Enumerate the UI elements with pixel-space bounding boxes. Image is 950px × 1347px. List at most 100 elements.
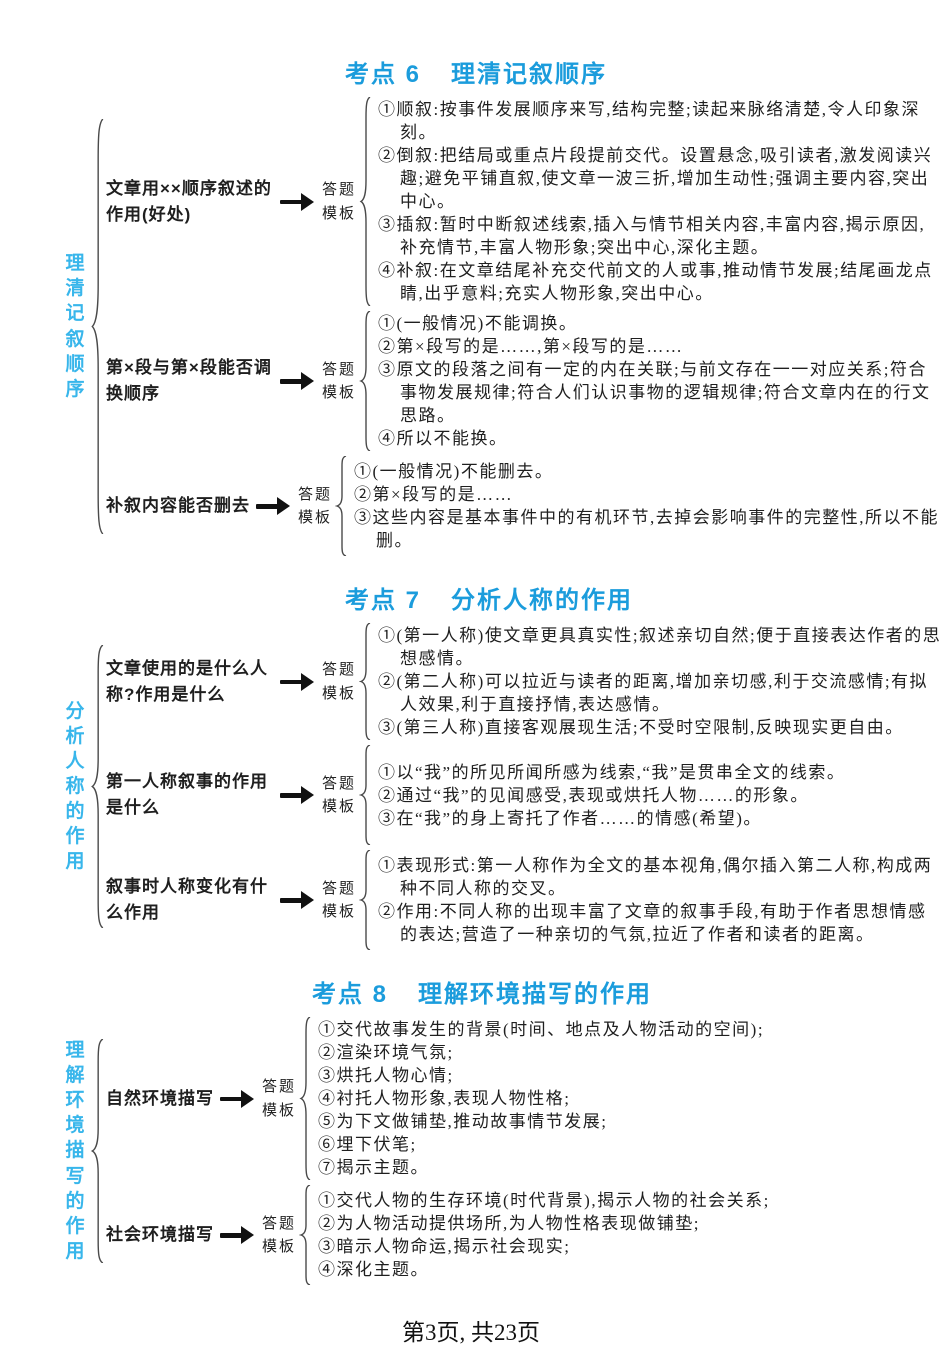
brace-icon [359,97,371,306]
section-name: 理解环境描写的作用 [418,981,653,1008]
branch-question: 第一人称叙事的作用是什么 [106,772,268,817]
answer-template-label: 答题模板 [321,360,356,401]
template-item: ③插叙:暂时中断叙述线索,插入与情节相关内容,丰富内容,揭示原因,补充情节,丰富… [378,215,926,257]
tree-diagram: 分析人称的作用 文章使用的是什么人称?作用是什么 答题模板 ①(第一人称)使文章… [62,623,942,950]
branch-list: 自然环境描写 答题模板 ①交代故事发生的背景(时间、地点及人物活动的空间); ②渲… [106,1017,942,1285]
template-item: ③原文的段落之间有一定的内在关联;与前文存在一一对应关系;符合事物发展规律;符合… [378,360,931,425]
template-item-list: ①以“我”的所见所闻所感为线索,“我”是贯串全文的线索。 ②通过“我”的见闻感受,… [374,760,942,831]
branch: 补叙内容能否删去 答题模板 ①(一般情况)不能删去。 ②第×段写的是…… ③这些内容… [106,456,942,556]
template-item-list: ①(一般情况)不能删去。 ②第×段写的是…… ③这些内容是基本事件中的有机环节,去掉… [350,459,942,553]
template-item: ②作用:不同人称的出现丰富了文章的叙事手段,有助于作者思想情感的表达;营造了一种… [378,902,927,944]
arrow-icon [279,192,315,211]
branch-list: 文章使用的是什么人称?作用是什么 答题模板 ①(第一人称)使文章更具真实性;叙述… [106,623,942,950]
tree-diagram: 理清记叙顺序 文章用××顺序叙述的作用(好处) 答题模板 ①顺叙:按事件发展顺序… [62,97,942,556]
brace-icon [359,850,371,950]
template-item: ②第×段写的是……,第×段写的是…… [378,337,684,356]
arrow-icon [255,497,291,515]
brace-icon [359,745,371,845]
template-item: ③这些内容是基本事件中的有机环节,去掉会影响事件的完整性,所以不能删。 [354,508,939,550]
template-item: ④补叙:在文章结尾补充交代前文的人或事,推动情节发展;结尾画龙点睛,出乎意料;充… [378,261,933,303]
branch-question: 叙事时人称变化有什么作用 [106,877,268,922]
branch-question: 文章用××顺序叙述的作用(好处) [106,178,272,224]
brace-icon [299,1185,311,1285]
root-label: 理清记叙顺序 [65,253,85,400]
template-item: ②通过“我”的见闻感受,表现或烘托人物……的形象。 [378,785,809,805]
branch: 文章用××顺序叙述的作用(好处) 答题模板 ①顺叙:按事件发展顺序来写,结构完整… [106,97,942,306]
root-brace-icon [90,1039,104,1263]
branch-list: 文章用××顺序叙述的作用(好处) 答题模板 ①顺叙:按事件发展顺序来写,结构完整… [106,97,942,556]
branch-question: 自然环境描写 [106,1088,214,1108]
template-item: ①(一般情况)不能删去。 [354,462,554,481]
section-kaodian-8: 考点 8 理解环境描写的作用 理解环境描写的作用 自然环境描写 答题模板 ①交代… [0,974,942,1285]
template-item: ③(第三人称)直接客观展现生活;不受时空限制,反映现实更自由。 [378,718,904,737]
section-title: 考点 6 理清记叙顺序 [345,54,942,89]
template-item: ③在“我”的身上寄托了作者……的情感(希望)。 [378,808,762,828]
template-item: ①交代故事发生的背景(时间、地点及人物活动的空间); [318,1020,765,1039]
template-item: ④衬托人物形象,表现人物性格; [318,1089,571,1108]
branch: 叙事时人称变化有什么作用 答题模板 ①表现形式:第一人称作为全文的基本视角,偶尔… [106,850,942,950]
root-label: 理解环境描写的作用 [65,1040,85,1262]
tree-diagram: 理解环境描写的作用 自然环境描写 答题模板 ①交代故事发生的背景(时间、地点及人… [62,1017,942,1285]
answer-template-label: 答题模板 [321,661,356,702]
branch: 社会环境描写 答题模板 ①交代人物的生存环境(时代背景),揭示人物的社会关系; ②… [106,1185,942,1285]
section-number: 考点 7 [345,587,422,614]
template-item: ①表现形式:第一人称作为全文的基本视角,偶尔插入第二人称,构成两种不同人称的交叉… [378,856,933,898]
arrow-icon [279,786,315,804]
answer-template-label: 答题模板 [261,1214,296,1255]
template-item-list: ①顺叙:按事件发展顺序来写,结构完整;读起来脉络清楚,令人印象深刻。②倒叙:把结… [374,97,942,306]
section-number: 考点 6 [345,61,422,88]
template-item-list: ①(一般情况)不能调换。 ②第×段写的是……,第×段写的是…… ③原文的段落之间有一… [374,311,942,451]
template-item: ③暗示人物命运,揭示社会现实; [318,1237,571,1256]
answer-template-label: 答题模板 [321,879,356,920]
branch: 第一人称叙事的作用是什么 答题模板 ①以“我”的所见所闻所感为线索,“我”是贯串… [106,745,942,845]
template-item: ⑤为下文做铺垫,推动故事情节发展; [318,1112,608,1131]
template-item: ②倒叙:把结局或重点片段提前交代。设置悬念,吸引读者,激发阅读兴趣;避免平铺直叙… [378,146,933,211]
template-item: ①(一般情况)不能调换。 [378,314,578,333]
arrow-icon [219,1089,255,1108]
template-item: ④所以不能换。 [378,429,508,448]
section-number: 考点 8 [312,981,389,1008]
arrow-icon [279,372,315,390]
template-item: ②渲染环境气氛; [318,1043,454,1062]
template-item-list: ①表现形式:第一人称作为全文的基本视角,偶尔插入第二人称,构成两种不同人称的交叉… [374,853,942,947]
template-item: ⑥埋下伏笔; [318,1135,417,1154]
branch-question: 文章使用的是什么人称?作用是什么 [106,658,268,704]
section-title: 考点 7 分析人称的作用 [345,580,942,615]
section-title: 考点 8 理解环境描写的作用 [312,974,942,1009]
root-brace-icon [90,119,104,534]
template-item: ②(第二人称)可以拉近与读者的距离,增加亲切感,利于交流感情;有拟人效果,利于直… [378,672,929,714]
arrow-icon [279,672,315,691]
branch: 第×段与第×段能否调换顺序 答题模板 ①(一般情况)不能调换。②第×段写的是……… [106,311,942,451]
template-item-list: ①(第一人称)使文章更具真实性;叙述亲切自然;便于直接表达作者的思想感情。②(第… [374,623,942,740]
template-item: ①以“我”的所见所闻所感为线索,“我”是贯串全文的线索。 [378,762,846,782]
template-item: ①顺叙:按事件发展顺序来写,结构完整;读起来脉络清楚,令人印象深刻。 [378,100,920,142]
template-item: ②为人物活动提供场所,为人物性格表现做铺垫; [318,1214,700,1233]
template-item: ④深化主题。 [318,1260,429,1279]
answer-template-label: 答题模板 [321,774,356,815]
brace-icon [335,456,347,556]
section-kaodian-7: 考点 7 分析人称的作用 分析人称的作用 文章使用的是什么人称?作用是什么 答题… [0,580,942,950]
section-name: 理清记叙顺序 [451,61,608,88]
answer-template-label: 答题模板 [261,1078,296,1119]
arrow-icon [279,891,315,909]
brace-icon [359,311,371,451]
template-item-list: ①交代人物的生存环境(时代背景),揭示人物的社会关系; ②为人物活动提供场所,为人… [314,1188,942,1282]
root-brace-icon [90,645,104,928]
branch: 自然环境描写 答题模板 ①交代故事发生的背景(时间、地点及人物活动的空间); ②渲… [106,1017,942,1180]
template-item: ⑦揭示主题。 [318,1158,429,1177]
branch-question: 补叙内容能否删去 [106,496,250,515]
page-number: 第3页, 共23页 [402,1320,540,1345]
template-item: ①(第一人称)使文章更具真实性;叙述亲切自然;便于直接表达作者的思想感情。 [378,626,942,668]
template-item: ③烘托人物心情; [318,1066,454,1085]
section-kaodian-6: 考点 6 理清记叙顺序 理清记叙顺序 文章用××顺序叙述的作用(好处) 答题模板… [0,54,942,556]
answer-template-label: 答题模板 [297,485,332,526]
root-label: 分析人称的作用 [65,700,85,873]
template-item-list: ①交代故事发生的背景(时间、地点及人物活动的空间); ②渲染环境气氛; ③烘托人物心… [314,1017,942,1180]
template-item: ②第×段写的是…… [354,485,514,504]
template-item: ①交代人物的生存环境(时代背景),揭示人物的社会关系; [318,1191,770,1210]
section-name: 分析人称的作用 [451,587,634,614]
answer-template-label: 答题模板 [321,181,356,222]
arrow-icon [219,1226,255,1244]
branch-question: 社会环境描写 [106,1225,214,1244]
